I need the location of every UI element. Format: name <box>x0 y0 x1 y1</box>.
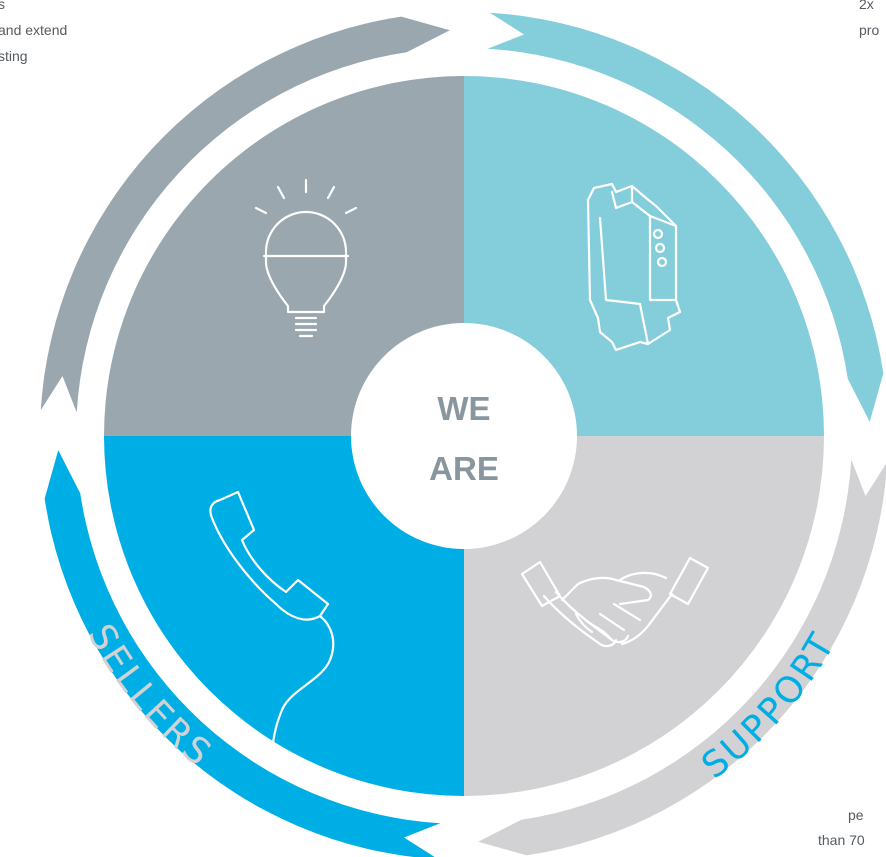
center-circle <box>351 323 577 549</box>
lightbulb-icon <box>254 178 358 338</box>
arrow-ring-producers <box>487 12 884 422</box>
text-fragment-top-left-3: sting <box>0 48 28 64</box>
telephone-icon <box>209 490 335 762</box>
arrow-ring-developers <box>40 16 450 413</box>
center-label-we: WE <box>437 390 490 427</box>
text-fragment-top-right-1: 2x <box>859 0 874 12</box>
center-label-are: ARE <box>429 450 499 487</box>
text-fragment-top-left-2: and extend <box>0 22 68 38</box>
text-fragment-bottom-right-1: pe <box>848 807 864 823</box>
arrow-ring-support <box>44 450 441 857</box>
text-fragment-bottom-right-2: than 70 <box>818 832 865 848</box>
din-rail-module-icon <box>586 182 682 352</box>
handshake-icon <box>520 556 710 648</box>
arrow-ring-sellers <box>478 459 886 856</box>
text-fragment-top-left-1: s <box>0 0 5 12</box>
text-fragment-top-right-2: pro <box>859 22 880 38</box>
